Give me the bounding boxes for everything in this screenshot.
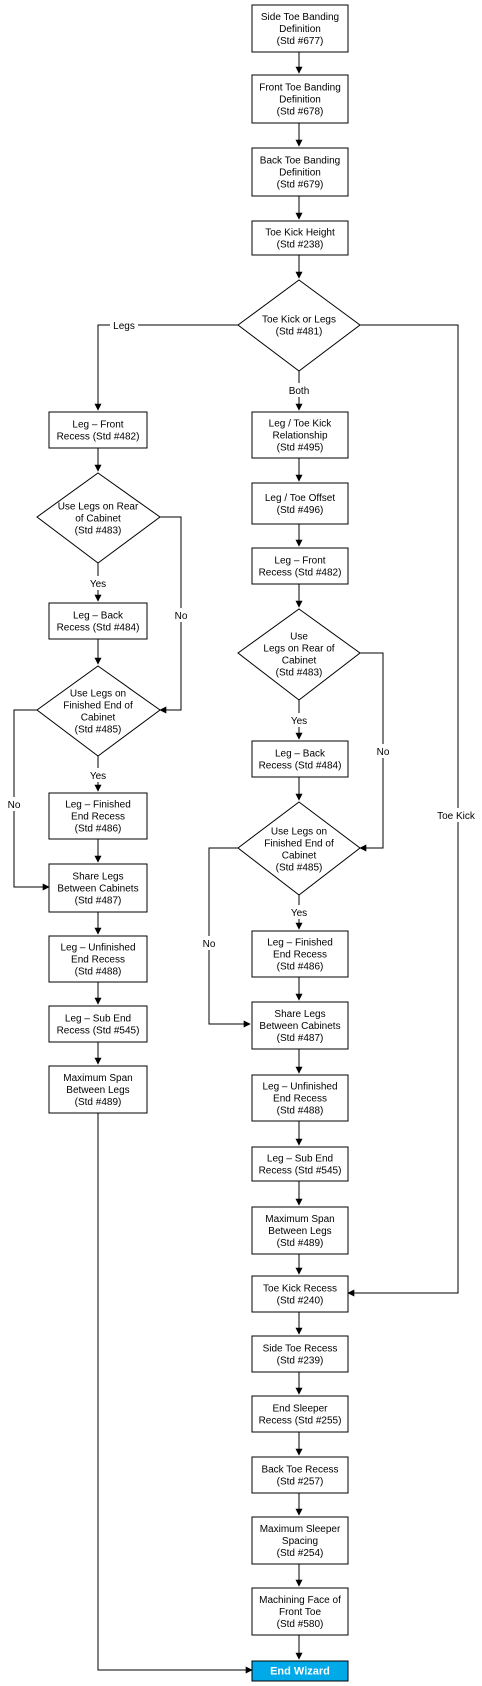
node-back-toe-recess: Back Toe Recess(Std #257) (251, 1456, 349, 1494)
connectors (13, 52, 459, 1674)
node-label: End Wizard (270, 1666, 330, 1678)
node-toe-kick-recess: Toe Kick Recess(Std #240) (251, 1275, 349, 1313)
edge-label-no: No (203, 939, 216, 950)
edge-label-no: No (377, 747, 390, 758)
node-side-toe-recess: Side Toe Recess(Std #239) (251, 1335, 349, 1373)
node-label: Toe Kick or Legs(Std #481) (262, 315, 336, 338)
node-label: Toe Kick Height(Std #238) (265, 228, 335, 251)
edge-label-yes: Yes (291, 716, 307, 727)
edge-label-no: No (175, 611, 188, 622)
node-label: Side Toe Recess(Std #239) (263, 1344, 338, 1367)
edge-label-yes: Yes (90, 579, 106, 590)
node-label: Toe Kick Recess(Std #240) (263, 1284, 337, 1307)
node-toe-kick-height: Toe Kick Height(Std #238) (251, 220, 349, 256)
edge-label-no: No (8, 800, 21, 811)
edge-label-both: Both (289, 386, 310, 397)
edge-label-yes: Yes (291, 908, 307, 919)
connector-legs (94, 324, 238, 411)
edge-label-yes: Yes (90, 771, 106, 782)
node-end-wizard[interactable]: End Wizard (251, 1660, 349, 1682)
node-label: Leg / Toe Offset(Std #496) (265, 493, 335, 516)
connector (97, 1113, 253, 1674)
edge-label-toe-kick: Toe Kick (437, 811, 476, 822)
decision-toe-kick-or-legs: Toe Kick or Legs(Std #481) (237, 279, 361, 372)
node-leg-toe-offset: Leg / Toe Offset(Std #496) (251, 482, 349, 525)
edge-labels: Legs Both Toe Kick Yes No Yes No Yes No … (5, 318, 479, 950)
edge-label-legs: Legs (113, 321, 135, 332)
node-label: Back Toe Recess(Std #257) (261, 1465, 338, 1488)
